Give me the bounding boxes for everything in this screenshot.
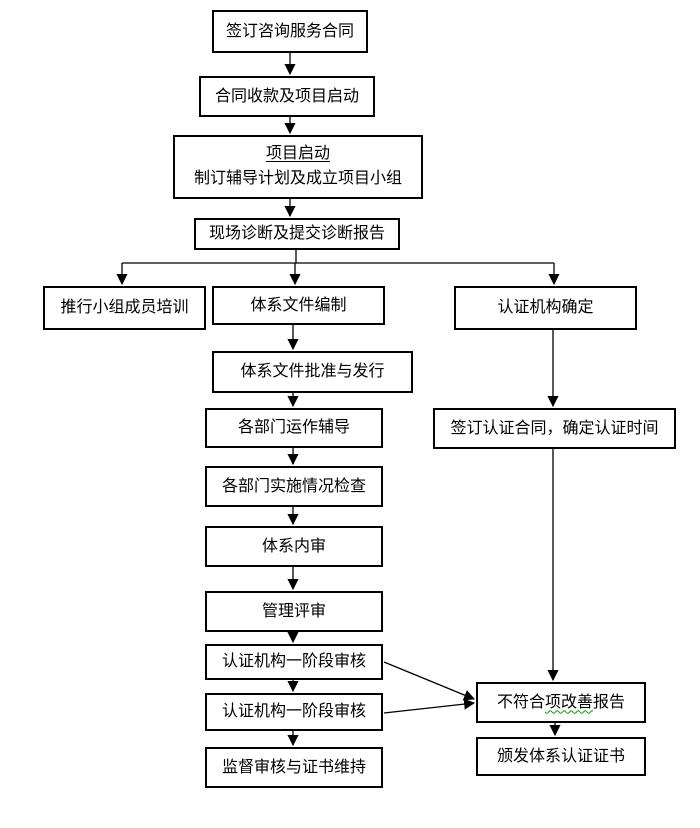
node-label: 认证机构一阶段审核 xyxy=(221,703,366,720)
node-dept-implementation-check: 各部门实施情况检查 xyxy=(205,466,383,507)
node-label: 现场诊断及提交诊断报告 xyxy=(208,225,385,242)
node-label: 体系文件编制 xyxy=(250,296,347,314)
node-label: 各部门实施情况检查 xyxy=(221,477,366,495)
node-label: 认证机构一阶段审核 xyxy=(221,653,366,670)
node-label: 监督审核与证书维持 xyxy=(221,758,366,776)
node-label: 推行小组成员培训 xyxy=(60,299,189,316)
node-label: 管理评审 xyxy=(261,602,326,620)
branch-connector xyxy=(122,250,297,264)
node-label: 签订认证合同，确定认证时间 xyxy=(450,419,659,437)
node-label: 体系内审 xyxy=(261,537,326,555)
node-label-pre: 不符合 xyxy=(496,693,545,711)
node-sign-cert-contract: 签订认证合同，确定认证时间 xyxy=(433,408,676,449)
node-system-internal-audit: 体系内审 xyxy=(205,526,383,567)
node-doc-approval-release: 体系文件批准与发行 xyxy=(212,351,413,393)
node-site-diagnosis: 现场诊断及提交诊断报告 xyxy=(194,218,400,250)
node-label: 认证机构确定 xyxy=(497,299,594,316)
node-team-member-training: 推行小组成员培训 xyxy=(43,286,206,330)
node-cert-body-stage-audit-2: 认证机构一阶段审核 xyxy=(205,693,383,731)
node-surveillance-audit-cert-maintenance: 监督审核与证书维持 xyxy=(205,747,383,788)
node-project-kickoff: 项目启动 制订辅导计划及成立项目小组 xyxy=(173,135,423,199)
node-management-review: 管理评审 xyxy=(205,591,383,632)
node-subtitle: 制订辅导计划及成立项目小组 xyxy=(193,170,402,187)
node-label: 各部门运作辅导 xyxy=(237,419,350,436)
node-cert-body-confirmation: 认证机构确定 xyxy=(454,286,637,330)
node-issue-system-certificate: 颁发体系认证证书 xyxy=(476,737,646,776)
node-nonconformance-improvement-report: 不符合项改善报告 xyxy=(476,682,646,723)
node-contract-payment-project-start: 合同收款及项目启动 xyxy=(199,76,375,117)
arrow-stage1-to-report xyxy=(383,661,476,701)
node-title-underlined: 项目启动 xyxy=(265,145,330,163)
arrow-stage2-to-report xyxy=(383,698,476,714)
node-label: 签订咨询服务合同 xyxy=(225,22,354,40)
node-label: 颁发体系认证证书 xyxy=(496,747,625,765)
node-cert-body-stage-audit-1: 认证机构一阶段审核 xyxy=(205,644,383,680)
node-label-post: 报告 xyxy=(593,693,626,711)
node-sign-service-contract: 签订咨询服务合同 xyxy=(212,10,368,53)
node-label: 体系文件批准与发行 xyxy=(240,363,385,380)
node-label-spellcheck-squiggle: 项改善 xyxy=(544,693,593,711)
node-system-doc-compilation: 体系文件编制 xyxy=(212,286,385,325)
node-dept-operation-guidance: 各部门运作辅导 xyxy=(205,408,383,448)
node-label: 合同收款及项目启动 xyxy=(214,87,359,105)
